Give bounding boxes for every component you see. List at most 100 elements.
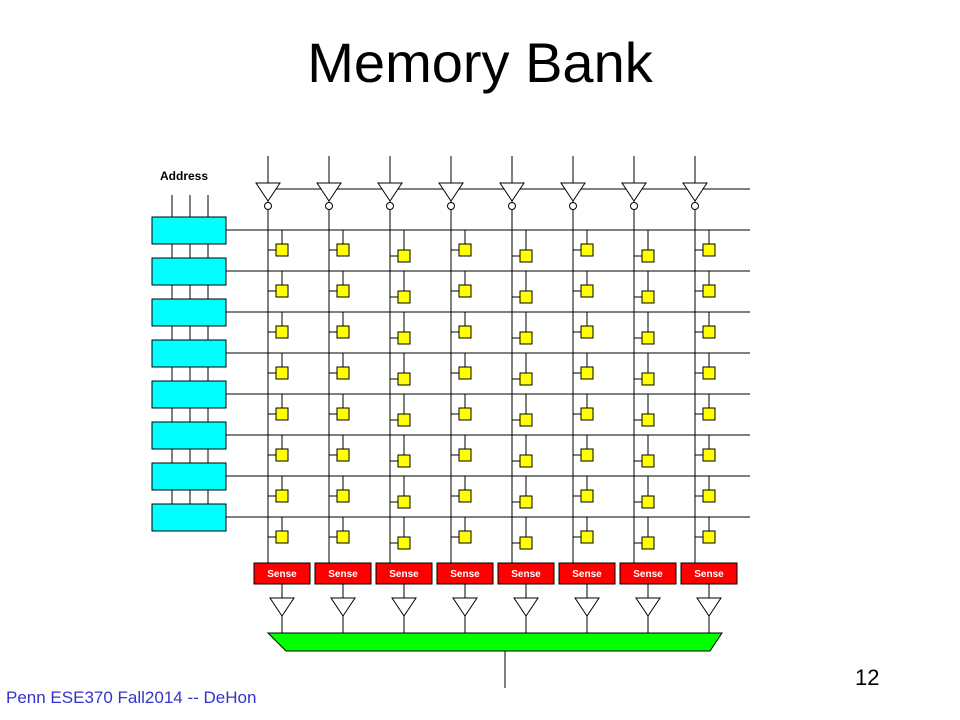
memory-cell [458, 284, 472, 298]
memory-cell [702, 366, 716, 380]
sense-amplifier [619, 562, 677, 585]
output-driver-icon [513, 597, 539, 617]
memory-cell [641, 536, 655, 550]
output-driver-icon [574, 597, 600, 617]
output-bus [266, 632, 723, 652]
address-decoders [151, 216, 227, 532]
memory-cell [336, 366, 350, 380]
memory-cell [519, 372, 533, 386]
inverter-bubble-icon [264, 202, 272, 210]
memory-cell [397, 331, 411, 345]
bitline-driver-icon [560, 182, 586, 202]
address-decoder [151, 421, 227, 450]
bitline-driver-icon [316, 182, 342, 202]
memory-cell [397, 495, 411, 509]
memory-cell [641, 413, 655, 427]
memory-cell [397, 413, 411, 427]
memory-cell [580, 489, 594, 503]
memory-cell [336, 448, 350, 462]
bitline-driver-icon [377, 182, 403, 202]
memory-cell [458, 489, 472, 503]
address-decoder [151, 503, 227, 532]
address-decoder [151, 462, 227, 491]
memory-cells [275, 243, 716, 550]
memory-cell [458, 366, 472, 380]
bitline-driver-icon [682, 182, 708, 202]
memory-cell [397, 249, 411, 263]
memory-cell [397, 290, 411, 304]
memory-cell [580, 407, 594, 421]
memory-cell [641, 249, 655, 263]
page-number: 12 [855, 665, 880, 690]
sense-amplifier [558, 562, 616, 585]
bitline-drivers [255, 182, 708, 210]
memory-cell [580, 366, 594, 380]
memory-cell [458, 448, 472, 462]
memory-cell [336, 325, 350, 339]
memory-cell [580, 243, 594, 257]
output-drivers [269, 597, 722, 617]
memory-cell [397, 372, 411, 386]
memory-cell [641, 331, 655, 345]
output-driver-icon [696, 597, 722, 617]
memory-cell [275, 243, 289, 257]
memory-cell [275, 325, 289, 339]
inverter-bubble-icon [569, 202, 577, 210]
memory-cell [458, 407, 472, 421]
inverter-bubble-icon [630, 202, 638, 210]
bitline-driver-icon [499, 182, 525, 202]
output-driver-icon [391, 597, 417, 617]
sense-amplifier [680, 562, 738, 585]
address-decoder [151, 380, 227, 409]
memory-cell [641, 372, 655, 386]
memory-cell [275, 284, 289, 298]
address-decoder [151, 339, 227, 368]
sense-amplifier [497, 562, 555, 585]
memory-cell [336, 407, 350, 421]
memory-cell [702, 448, 716, 462]
memory-cell [458, 243, 472, 257]
inverter-bubble-icon [508, 202, 516, 210]
address-decoder [151, 257, 227, 286]
sense-amplifier-label: Sense [511, 569, 541, 580]
output-driver-icon [635, 597, 661, 617]
output-driver-icon [452, 597, 478, 617]
memory-cell [702, 530, 716, 544]
memory-cell [275, 366, 289, 380]
sense-amplifier-label: Sense [389, 569, 419, 580]
memory-cell [580, 530, 594, 544]
memory-cell [519, 290, 533, 304]
output-bus [266, 632, 723, 652]
sense-amplifier [375, 562, 433, 585]
sense-amplifier [436, 562, 494, 585]
bitline-driver-icon [438, 182, 464, 202]
sense-amplifier [314, 562, 372, 585]
memory-cell [519, 454, 533, 468]
wires [171, 156, 750, 688]
inverter-bubble-icon [325, 202, 333, 210]
sense-amplifier-label: Sense [328, 569, 358, 580]
sense-amplifier-label: Sense [450, 569, 480, 580]
output-driver-icon [269, 597, 295, 617]
memory-cell [519, 413, 533, 427]
sense-amplifier-label: Sense [267, 569, 297, 580]
address-decoder [151, 216, 227, 245]
output-driver-icon [330, 597, 356, 617]
memory-cell [519, 249, 533, 263]
memory-cell [702, 489, 716, 503]
memory-cell [580, 325, 594, 339]
inverter-bubble-icon [386, 202, 394, 210]
memory-cell [519, 331, 533, 345]
bitline-driver-icon [255, 182, 281, 202]
footer-text: Penn ESE370 Fall2014 -- DeHon [6, 688, 257, 707]
memory-cell [336, 284, 350, 298]
address-label: Address [160, 169, 208, 183]
memory-cell [336, 530, 350, 544]
memory-cell [397, 454, 411, 468]
memory-cell [580, 284, 594, 298]
memory-cell [519, 495, 533, 509]
memory-cell [519, 536, 533, 550]
address-decoder [151, 298, 227, 327]
